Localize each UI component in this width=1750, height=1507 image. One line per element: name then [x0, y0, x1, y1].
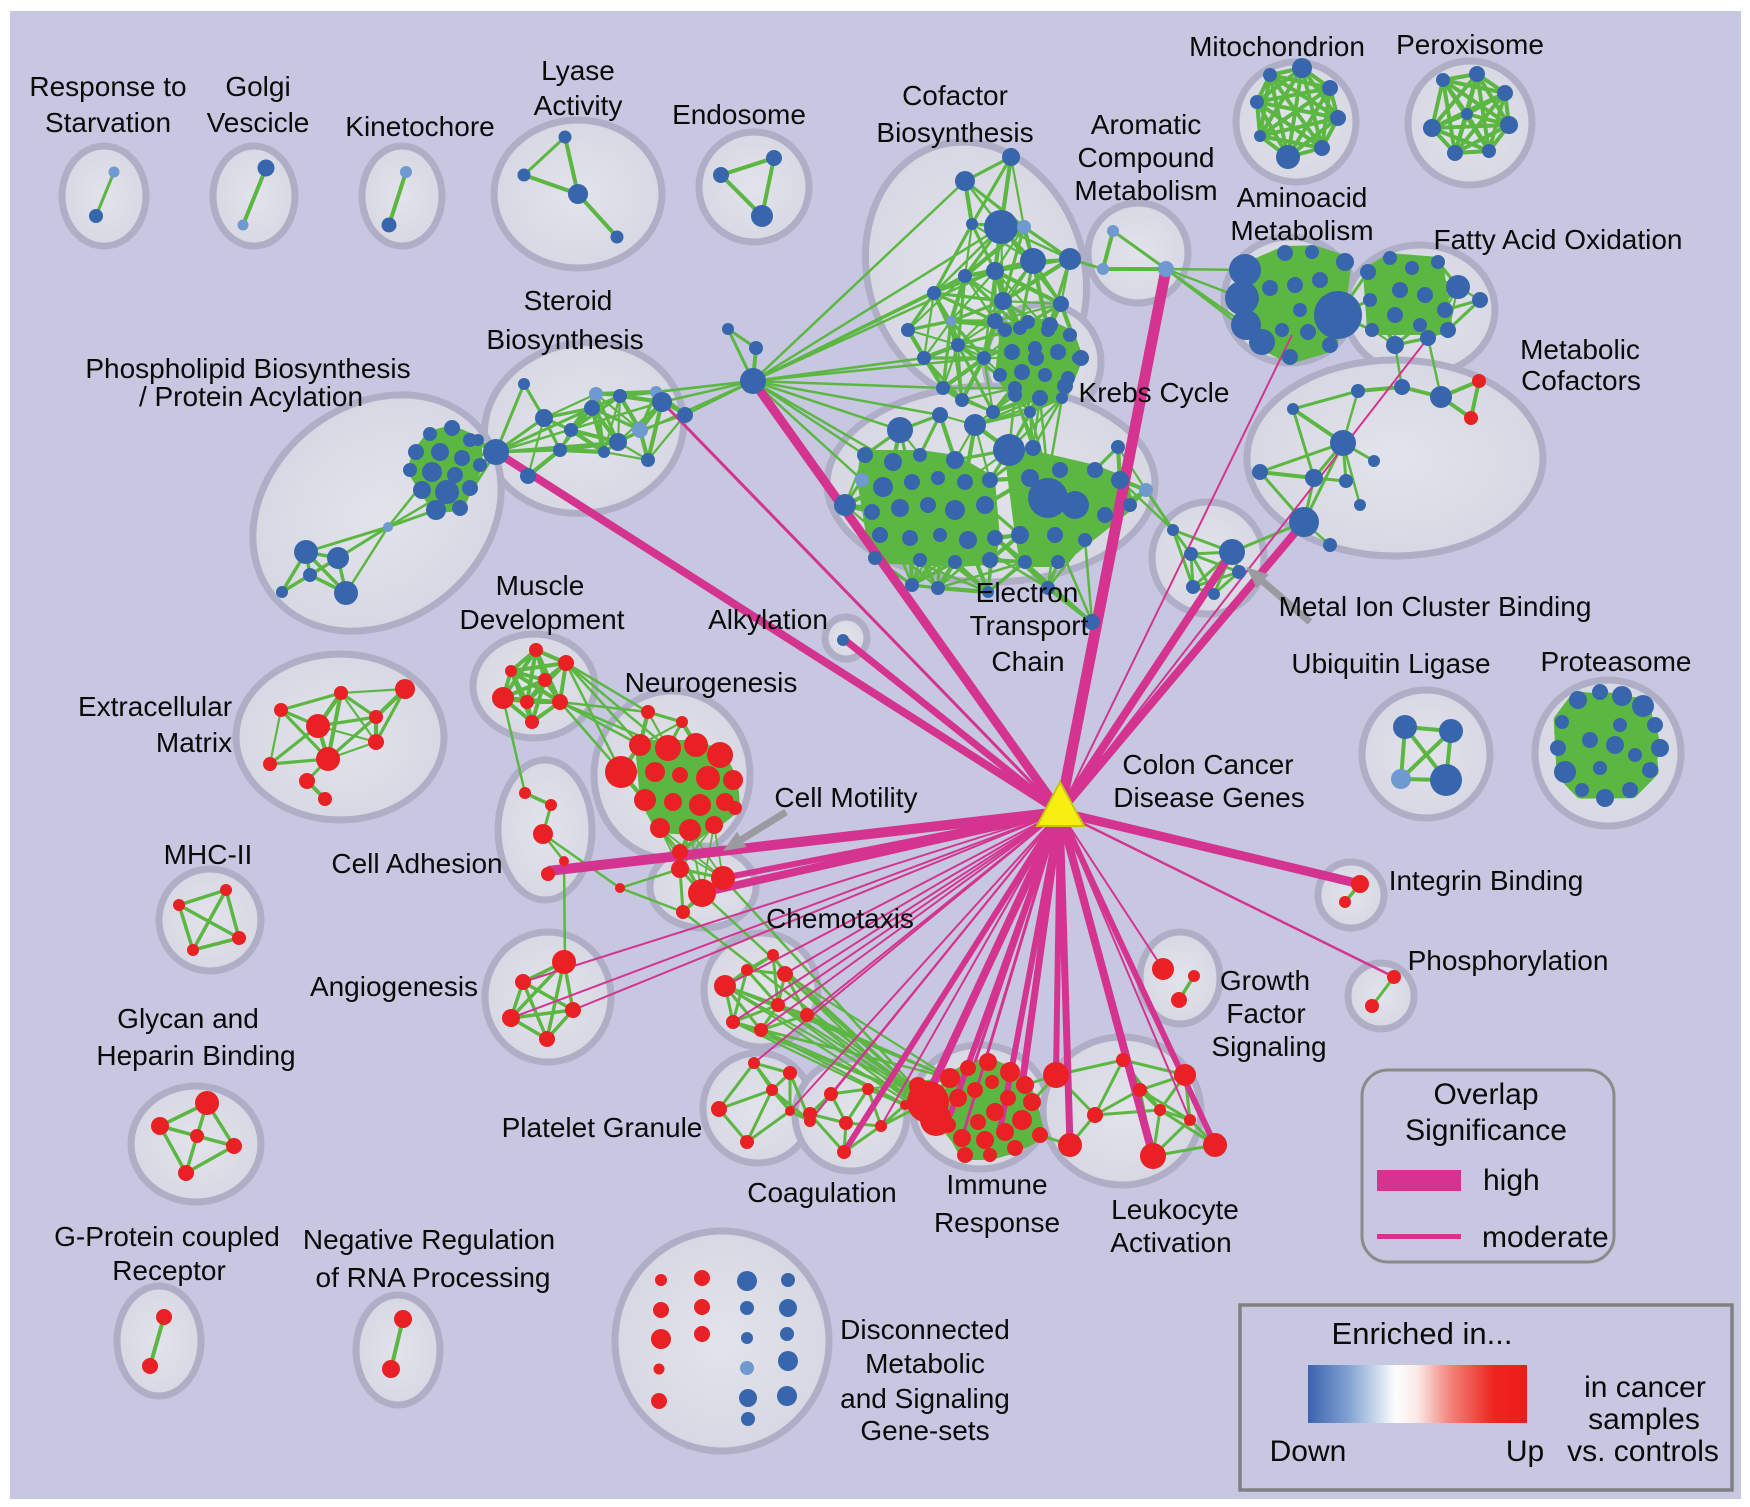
svg-text:Gene-sets: Gene-sets — [860, 1415, 989, 1446]
svg-text:Peroxisome: Peroxisome — [1396, 29, 1544, 60]
svg-text:Glycan and: Glycan and — [117, 1003, 259, 1034]
svg-text:samples: samples — [1588, 1403, 1700, 1436]
svg-text:vs. controls: vs. controls — [1567, 1435, 1719, 1468]
svg-text:Neurogenesis: Neurogenesis — [625, 667, 798, 698]
svg-text:Growth: Growth — [1220, 965, 1310, 996]
svg-text:Overlap: Overlap — [1433, 1078, 1538, 1111]
svg-text:Cofactors: Cofactors — [1521, 365, 1641, 396]
svg-text:Vescicle: Vescicle — [207, 107, 310, 138]
svg-text:MHC-II: MHC-II — [164, 839, 253, 870]
svg-text:Down: Down — [1270, 1435, 1347, 1468]
svg-text:Cell Adhesion: Cell Adhesion — [331, 848, 502, 879]
svg-text:Leukocyte: Leukocyte — [1111, 1194, 1239, 1225]
svg-text:Metabolic: Metabolic — [865, 1348, 985, 1379]
svg-text:Krebs Cycle: Krebs Cycle — [1079, 377, 1230, 408]
svg-text:Response to: Response to — [29, 71, 186, 102]
svg-text:of RNA Processing: of RNA Processing — [316, 1262, 551, 1293]
svg-text:Immune: Immune — [946, 1169, 1047, 1200]
svg-text:Disconnected: Disconnected — [840, 1314, 1010, 1345]
svg-text:Matrix: Matrix — [156, 727, 232, 758]
svg-text:Phospholipid Biosynthesis: Phospholipid Biosynthesis — [85, 353, 410, 384]
svg-text:Compound: Compound — [1078, 142, 1215, 173]
svg-text:Cell Motility: Cell Motility — [774, 782, 917, 813]
svg-text:Lyase: Lyase — [541, 55, 615, 86]
svg-text:Development: Development — [460, 604, 625, 635]
svg-text:Aminoacid: Aminoacid — [1237, 182, 1368, 213]
svg-text:Negative Regulation: Negative Regulation — [303, 1224, 555, 1255]
svg-text:Kinetochore: Kinetochore — [345, 111, 494, 142]
svg-text:Coagulation: Coagulation — [747, 1177, 896, 1208]
svg-text:moderate: moderate — [1482, 1221, 1609, 1254]
svg-text:Metabolic: Metabolic — [1520, 334, 1640, 365]
svg-text:Up: Up — [1506, 1435, 1544, 1468]
svg-text:Mitochondrion: Mitochondrion — [1189, 31, 1365, 62]
svg-text:Starvation: Starvation — [45, 107, 171, 138]
svg-text:Factor: Factor — [1226, 998, 1305, 1029]
svg-text:Electron: Electron — [976, 577, 1079, 608]
svg-text:Transport: Transport — [970, 610, 1089, 641]
svg-text:Alkylation: Alkylation — [708, 604, 828, 635]
svg-text:Fatty Acid Oxidation: Fatty Acid Oxidation — [1433, 224, 1682, 255]
svg-text:Endosome: Endosome — [672, 99, 806, 130]
svg-text:and Signaling: and Signaling — [840, 1383, 1010, 1414]
svg-text:Platelet Granule: Platelet Granule — [502, 1112, 703, 1143]
svg-text:Chemotaxis: Chemotaxis — [766, 903, 914, 934]
svg-text:G-Protein coupled: G-Protein coupled — [54, 1221, 280, 1252]
svg-text:Metal Ion Cluster Binding: Metal Ion Cluster Binding — [1279, 591, 1592, 622]
svg-text:Heparin Binding: Heparin Binding — [96, 1040, 295, 1071]
svg-text:Metabolism: Metabolism — [1074, 175, 1217, 206]
svg-text:Activity: Activity — [534, 90, 623, 121]
svg-text:/ Protein Acylation: / Protein Acylation — [139, 381, 363, 412]
svg-text:Metabolism: Metabolism — [1230, 215, 1373, 246]
svg-text:Enriched in...: Enriched in... — [1332, 1316, 1513, 1351]
svg-text:Angiogenesis: Angiogenesis — [310, 971, 478, 1002]
svg-text:Ubiquitin Ligase: Ubiquitin Ligase — [1291, 648, 1490, 679]
svg-text:in cancer: in cancer — [1584, 1371, 1706, 1404]
svg-text:Activation: Activation — [1110, 1227, 1231, 1258]
svg-text:Colon Cancer: Colon Cancer — [1122, 749, 1293, 780]
svg-text:Phosphorylation: Phosphorylation — [1408, 945, 1609, 976]
svg-text:high: high — [1483, 1164, 1540, 1197]
svg-text:Steroid: Steroid — [524, 285, 613, 316]
svg-text:Integrin Binding: Integrin Binding — [1389, 865, 1584, 896]
svg-text:Signaling: Signaling — [1211, 1031, 1326, 1062]
svg-text:Extracellular: Extracellular — [78, 691, 232, 722]
svg-text:Aromatic: Aromatic — [1091, 109, 1201, 140]
svg-text:Response: Response — [934, 1207, 1060, 1238]
svg-text:Biosynthesis: Biosynthesis — [486, 324, 643, 355]
svg-text:Golgi: Golgi — [225, 71, 290, 102]
svg-text:Significance: Significance — [1405, 1114, 1567, 1147]
svg-text:Muscle: Muscle — [496, 570, 585, 601]
svg-text:Receptor: Receptor — [112, 1255, 226, 1286]
svg-text:Biosynthesis: Biosynthesis — [876, 117, 1033, 148]
svg-text:Chain: Chain — [991, 646, 1064, 677]
svg-text:Disease Genes: Disease Genes — [1113, 782, 1304, 813]
svg-text:Cofactor: Cofactor — [902, 80, 1008, 111]
svg-text:Proteasome: Proteasome — [1541, 646, 1692, 677]
